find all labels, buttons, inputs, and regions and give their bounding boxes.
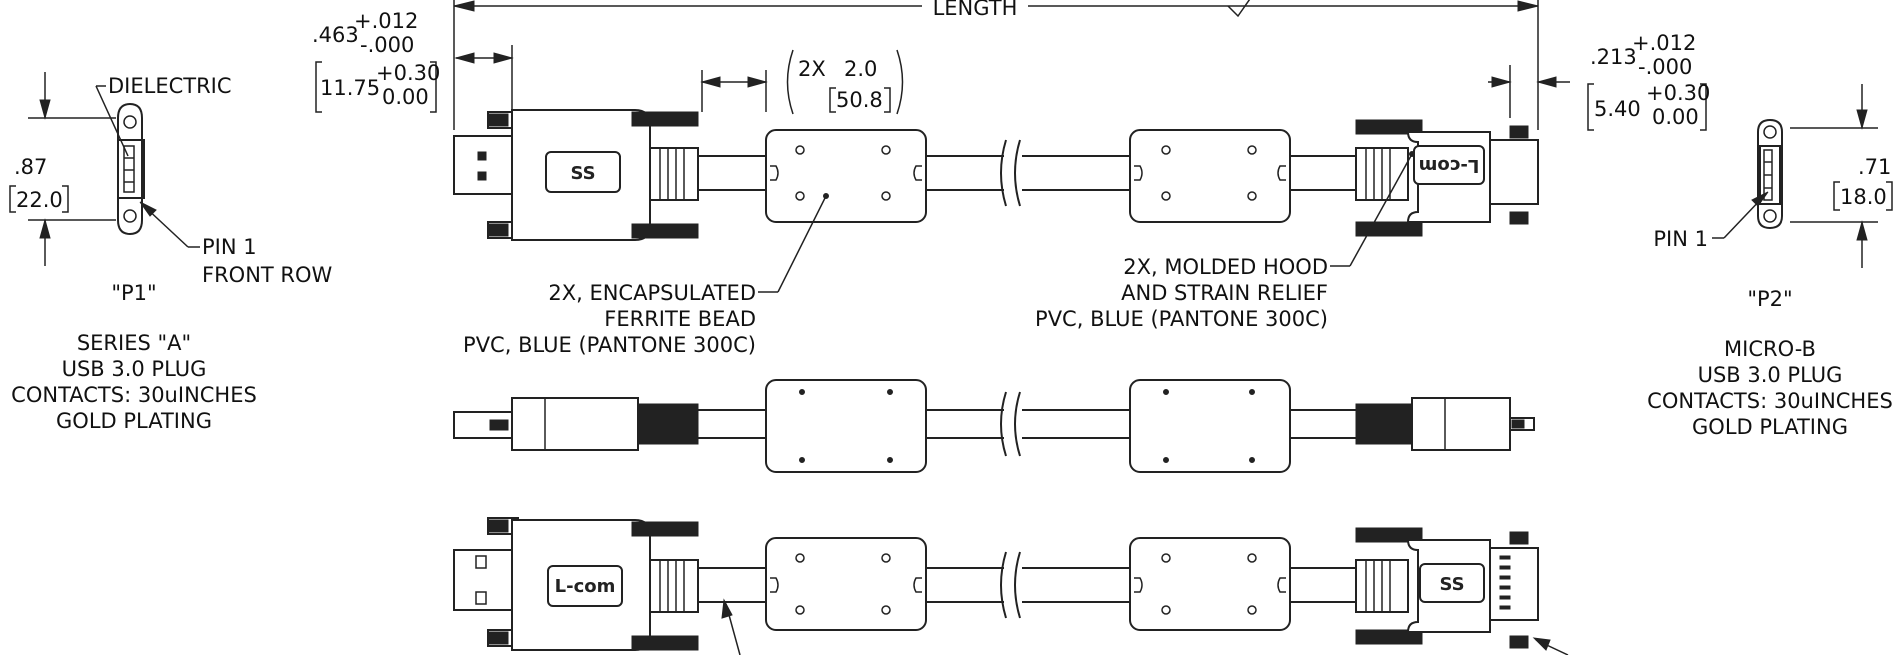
p1-desc-line3: CONTACTS: 30uINCHES — [11, 383, 257, 407]
cable-bottom-view: L-com SS — [453, 517, 1569, 655]
callout-hood-line1: 2X, MOLDED HOOD — [1123, 255, 1328, 279]
bottom-right-ss-logo: SS — [1439, 574, 1464, 595]
p1-height-in: .87 — [14, 155, 47, 179]
p1-desc-line2: USB 3.0 PLUG — [62, 357, 207, 381]
p2-tag: "P2" — [1747, 287, 1792, 311]
cable-side-view — [453, 379, 1535, 473]
dim-ferrite-in: 2.0 — [844, 57, 877, 81]
dim-left-nominal-mm: 11.75 — [320, 76, 380, 100]
top-left-ss-logo: SS — [570, 163, 595, 184]
p2-desc-line4: GOLD PLATING — [1692, 415, 1848, 439]
p2-end-view: .71 18.0 PIN 1 "P2" MICRO-B USB 3.0 PLUG… — [1647, 84, 1893, 439]
callout-hood-line2: AND STRAIN RELIEF — [1121, 281, 1328, 305]
p1-desc-line1: SERIES "A" — [77, 331, 191, 355]
ferrite-bead-callout: 2X, ENCAPSULATED FERRITE BEAD PVC, BLUE … — [463, 195, 827, 357]
dim-right-tol-minus-mm: 0.00 — [1652, 105, 1699, 129]
p1-end-view: .87 22.0 DIELECTRIC PIN 1 FRONT ROW "P1"… — [9, 72, 333, 433]
p1-callout-pin1: PIN 1 — [202, 235, 257, 259]
length-label: LENGTH — [933, 0, 1018, 20]
callout-ferrite-line3: PVC, BLUE (PANTONE 300C) — [463, 333, 756, 357]
length-dimension: LENGTH — [453, 0, 1539, 130]
p2-height-mm: 18.0 — [1840, 185, 1887, 209]
dim-left-tol-plus-mm: +0.30 — [376, 61, 440, 85]
dim-right-tol-plus-mm: +0.30 — [1646, 81, 1710, 105]
p2-desc-line3: CONTACTS: 30uINCHES — [1647, 389, 1893, 413]
p2-height-in: .71 — [1858, 155, 1891, 179]
callout-ferrite-line2: FERRITE BEAD — [604, 307, 756, 331]
left-tolerance-dimension: .463 +.012 -.000 11.75 +0.30 0.00 — [312, 9, 514, 113]
p1-callout-dielectric: DIELECTRIC — [108, 74, 232, 98]
dim-left-tol-minus-in: -.000 — [360, 33, 414, 57]
molded-hood-callout: 2X, MOLDED HOOD AND STRAIN RELIEF PVC, B… — [1035, 153, 1413, 331]
ferrite-dimension: 2X 2.0 50.8 — [700, 49, 904, 115]
dim-left-tol-minus-mm: 0.00 — [382, 85, 429, 109]
p1-callout-front-row: FRONT ROW — [202, 263, 333, 287]
right-tolerance-dimension: .213 +.012 -.000 5.40 +0.30 0.00 — [1488, 31, 1710, 131]
p2-callout-pin1: PIN 1 — [1653, 227, 1708, 251]
length-break-mark — [1227, 0, 1251, 18]
p1-tag: "P1" — [111, 281, 156, 305]
callout-hood-line3: PVC, BLUE (PANTONE 300C) — [1035, 307, 1328, 331]
dim-right-nominal-in: .213 — [1590, 45, 1637, 69]
dim-ferrite-mm: 50.8 — [836, 88, 883, 112]
callout-ferrite-line1: 2X, ENCAPSULATED — [548, 281, 756, 305]
dim-ferrite-qty: 2X — [798, 57, 826, 81]
dim-left-nominal-in: .463 — [312, 23, 359, 47]
dim-right-tol-minus-in: -.000 — [1638, 55, 1692, 79]
p2-desc-line2: USB 3.0 PLUG — [1698, 363, 1843, 387]
p2-desc-line1: MICRO-B — [1724, 337, 1816, 361]
p1-desc-line4: GOLD PLATING — [56, 409, 212, 433]
top-right-brand-logo: L-com — [1419, 155, 1480, 176]
dim-right-nominal-mm: 5.40 — [1594, 97, 1641, 121]
bottom-left-brand-logo: L-com — [555, 576, 616, 597]
p1-height-mm: 22.0 — [16, 188, 63, 212]
dim-right-tol-plus-in: +.012 — [1632, 31, 1696, 55]
dim-left-tol-plus-in: +.012 — [354, 9, 418, 33]
